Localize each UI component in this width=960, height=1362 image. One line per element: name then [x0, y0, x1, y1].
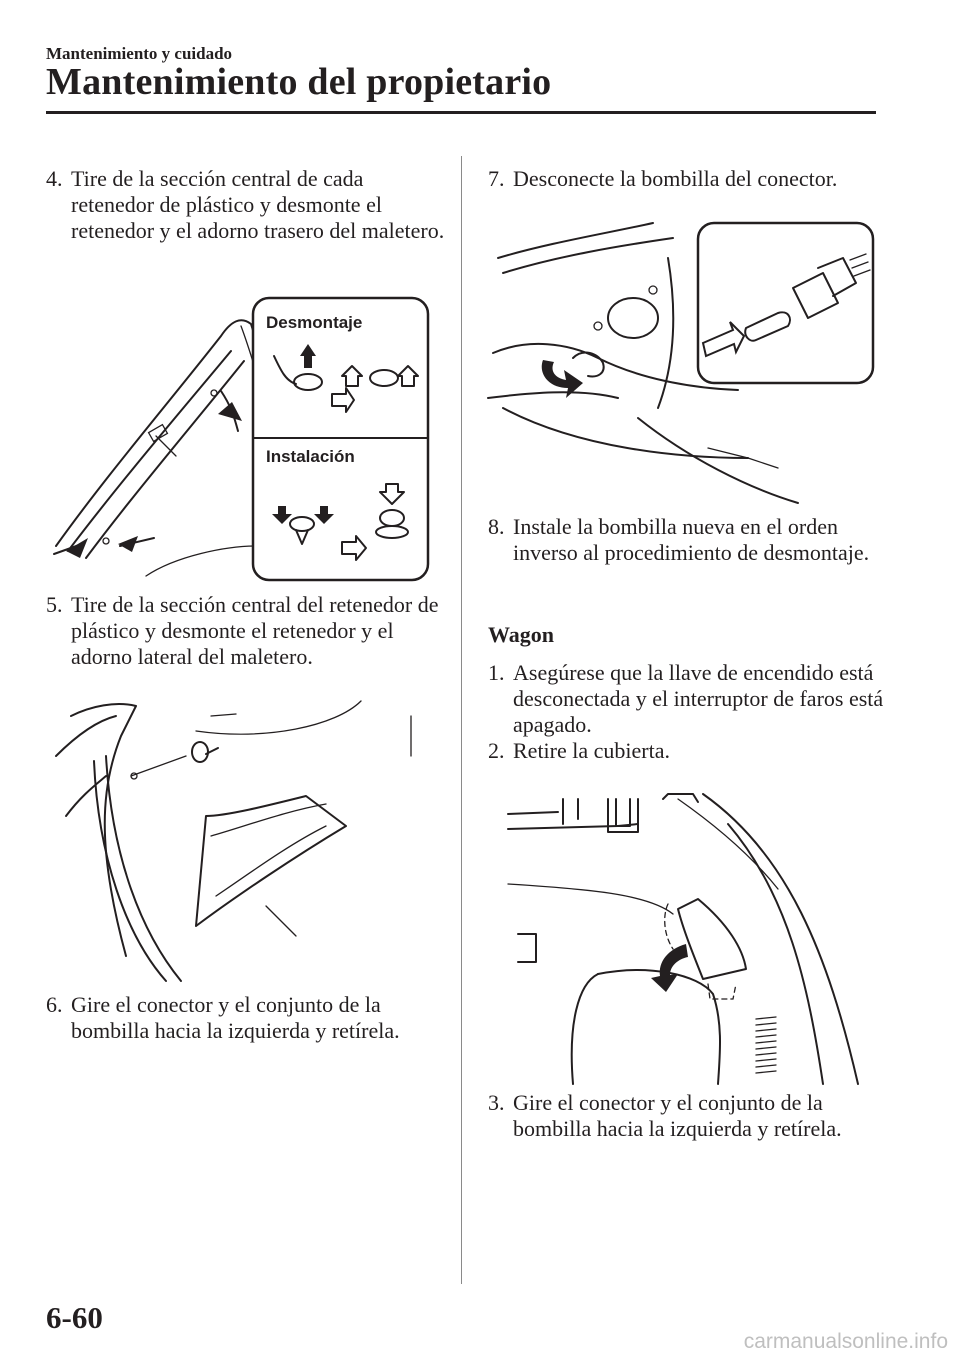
- header-rule: [46, 111, 876, 114]
- watermark: carmanualsonline.info: [743, 1330, 948, 1353]
- figure-side-trim: [55, 700, 412, 982]
- label-install: Instalación: [266, 447, 355, 466]
- step-text: Tire de la sección central del retenedor…: [71, 592, 439, 669]
- step-text: Gire el conector y el conjunto de la bom…: [71, 992, 400, 1043]
- figure-bulb-connector: [487, 221, 875, 504]
- page-number: 6-60: [46, 1300, 103, 1335]
- step-number: 4.: [46, 166, 63, 191]
- section-label: Mantenimiento y cuidado: [46, 44, 233, 63]
- subheading-wagon: Wagon: [488, 622, 555, 647]
- step-number: 8.: [488, 514, 505, 539]
- step-text: Desconecte la bombilla del conector.: [513, 166, 838, 191]
- figure-trim-removal: Desmontaje Instalación: [53, 296, 430, 582]
- column-divider: [461, 156, 462, 1284]
- label-removal: Desmontaje: [266, 313, 362, 332]
- step-text: Retire la cubierta.: [513, 738, 670, 763]
- figure-cover-removal: [507, 793, 859, 1085]
- step-text: Gire el conector y el conjunto de la bom…: [513, 1090, 842, 1141]
- step-text: Tire de la sección central de cada reten…: [71, 166, 445, 243]
- step-number: 5.: [46, 592, 63, 617]
- page-title: Mantenimiento del propietario: [46, 61, 552, 103]
- step-number: 3.: [488, 1090, 505, 1115]
- step-number: 2.: [488, 738, 505, 763]
- step-number: 6.: [46, 992, 63, 1017]
- step-number: 7.: [488, 166, 505, 191]
- vent-grille: [755, 1016, 777, 1074]
- step-text: Instale la bombilla nueva en el orden in…: [513, 514, 870, 565]
- step-number: 1.: [488, 660, 505, 685]
- step-text: Asegúrese que la llave de encendido está…: [513, 660, 884, 737]
